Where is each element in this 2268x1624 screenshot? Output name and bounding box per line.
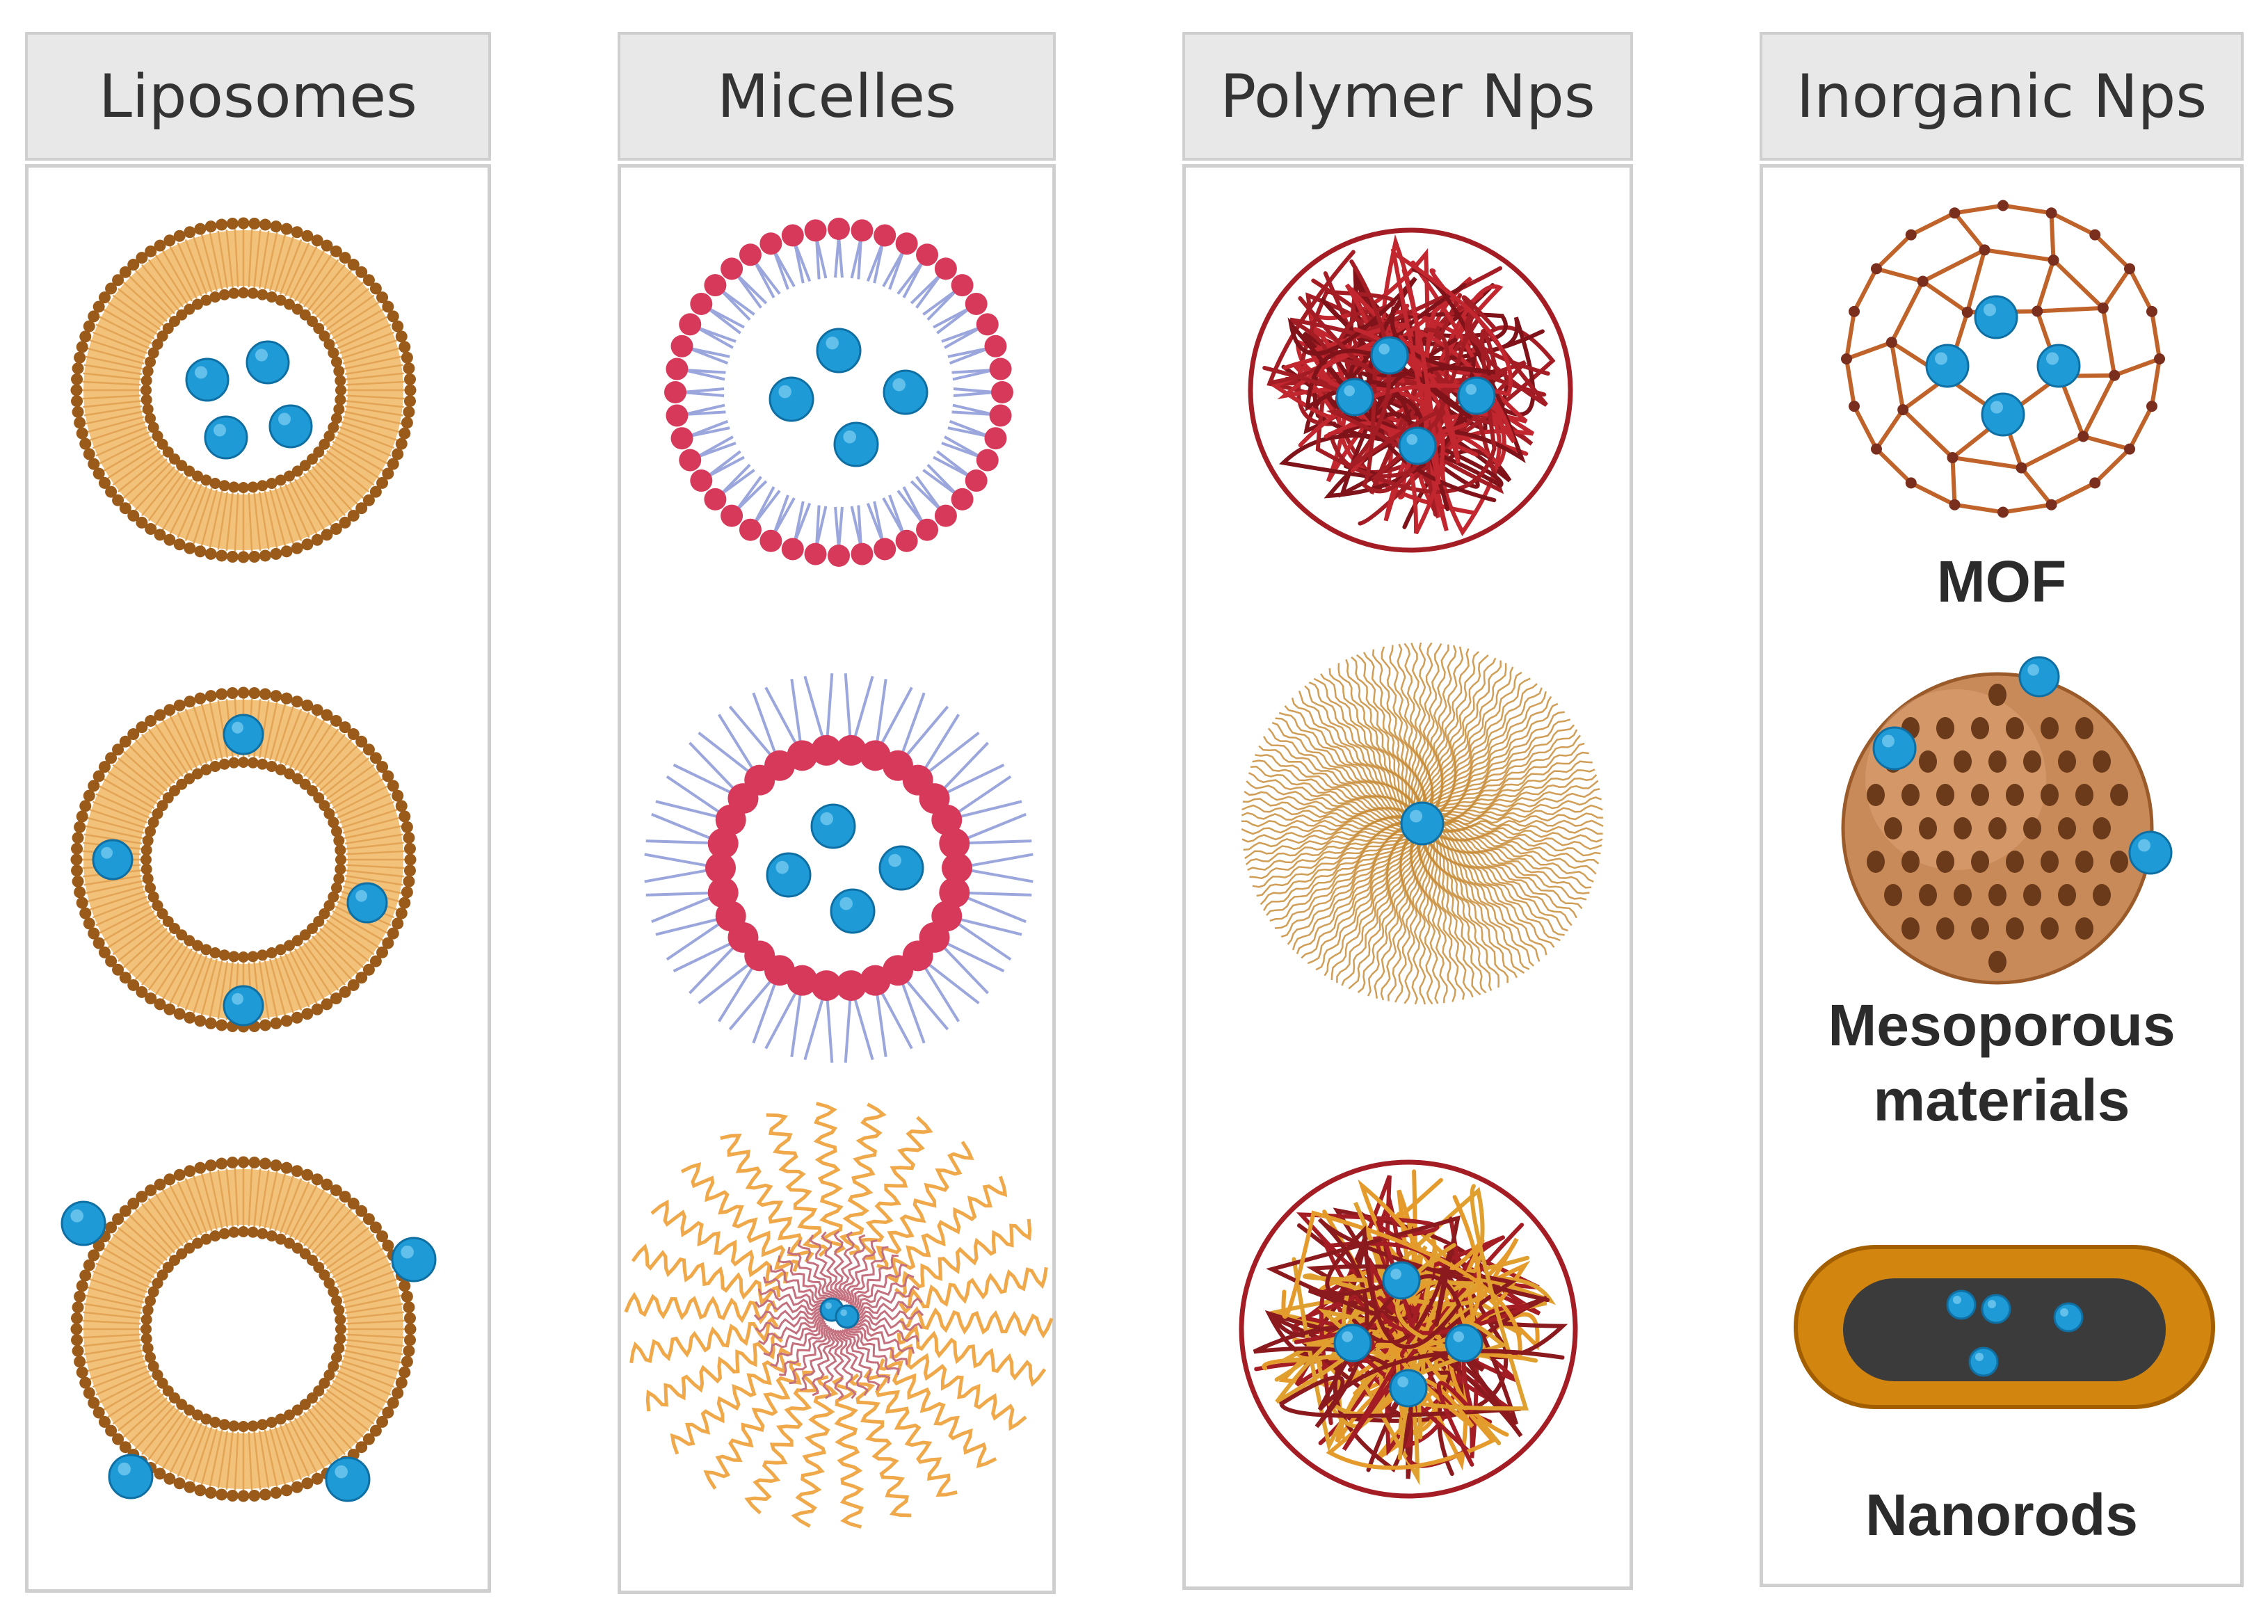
drug-molecule	[61, 1200, 106, 1246]
drug-molecule	[816, 328, 862, 373]
drug-molecule	[1457, 376, 1496, 415]
lipid-tails	[82, 229, 405, 552]
drug-molecule	[1400, 801, 1445, 846]
pores	[1867, 684, 2128, 973]
drug-molecule	[1872, 726, 1917, 771]
drug-molecule	[325, 1456, 371, 1502]
column-header-micelles: Micelles	[618, 32, 1056, 161]
lipid-tails	[82, 1168, 405, 1490]
drug-molecule	[1370, 336, 1409, 375]
drug-molecule	[766, 852, 812, 898]
drug-molecule	[1333, 1324, 1372, 1362]
liposome-illustrations	[61, 217, 437, 1502]
drug-molecule	[2018, 656, 2060, 698]
label-mesoporous-line2: materials	[1873, 1068, 2130, 1133]
polymer-illustrations	[1239, 227, 1604, 1499]
micelle-illustrations	[624, 218, 1054, 1529]
drug-molecule	[835, 1304, 860, 1329]
hydrophobic-core	[753, 1230, 924, 1401]
liposome-drug-surface-attached	[61, 1156, 437, 1502]
label-mesoporous-line1: Mesoporous	[1828, 992, 2175, 1058]
column-title: Polymer Nps	[1220, 61, 1595, 131]
inorganic-illustrations	[1794, 200, 2215, 1409]
column-header-polymer-nps: Polymer Nps	[1182, 32, 1633, 161]
drug-molecule	[223, 714, 264, 755]
lipid-heads	[70, 217, 417, 563]
micelle-with-outward-tails	[644, 673, 1034, 1063]
drug-molecule	[1974, 295, 2018, 339]
drug-molecule	[1389, 1369, 1428, 1408]
drug-molecule	[2036, 344, 2081, 388]
drug-molecule	[2053, 1302, 2084, 1333]
polymer-outline	[1248, 227, 1573, 553]
drug-molecule	[108, 1454, 154, 1500]
drug-molecule	[1382, 1261, 1421, 1300]
drug-molecule	[185, 357, 230, 402]
drug-molecule	[1981, 392, 2025, 437]
drug-molecule	[246, 340, 290, 385]
drug-molecule	[1398, 426, 1437, 465]
polymeric-micelle	[624, 1102, 1054, 1529]
drug-molecule	[223, 985, 264, 1027]
mof-cage	[1841, 200, 2165, 518]
drug-molecule	[830, 888, 876, 934]
polymer-chains	[1262, 234, 1556, 536]
drug-molecule	[1925, 344, 1970, 388]
polymer-outline	[1239, 1159, 1578, 1499]
liposome-drug-encapsulated	[70, 217, 417, 563]
drug-molecule	[1946, 1289, 1977, 1320]
column-title: Inorganic Nps	[1796, 61, 2207, 131]
lipid-heads	[70, 686, 417, 1033]
drug-molecule	[1968, 1346, 1999, 1377]
liposome-drug-in-bilayer	[70, 686, 417, 1033]
nanorod	[1794, 1245, 2215, 1409]
drug-molecule	[883, 369, 928, 415]
drug-molecule	[204, 415, 248, 460]
drug-molecule	[878, 845, 924, 891]
dendrimer-branches	[1241, 642, 1604, 1005]
dendrimer-nanoparticle	[1241, 642, 1604, 1005]
column-header-inorganic-nps: Inorganic Nps	[1760, 32, 2244, 161]
mesoporous-sphere	[1841, 656, 2173, 985]
micelle-tails	[644, 673, 1034, 1063]
drug-molecule	[1445, 1324, 1483, 1362]
lipid-tails	[82, 698, 405, 1021]
polymer-chains	[1253, 1169, 1568, 1486]
polymer-nanoparticle-mixed-tangle	[1239, 1159, 1578, 1499]
mof-frame	[1844, 203, 2162, 515]
reverse-micelle	[664, 218, 1013, 567]
drug-molecule	[2128, 830, 2173, 875]
label-nanorods: Nanorods	[1865, 1482, 2139, 1547]
hydrophilic-chains	[624, 1102, 1054, 1529]
polymer-nanoparticle-tangle	[1248, 227, 1573, 553]
drug-molecule	[810, 803, 856, 849]
drug-molecule	[391, 1237, 437, 1283]
nanorod-core	[1843, 1278, 2166, 1381]
drug-molecule	[1335, 378, 1374, 417]
micelle-heads	[664, 218, 1013, 567]
column-header-liposomes: Liposomes	[25, 32, 491, 161]
column-title: Liposomes	[99, 61, 417, 131]
mof-nodes	[1841, 200, 2165, 518]
drug-molecule	[268, 404, 313, 449]
micelle-heads	[705, 734, 972, 1002]
column-title: Micelles	[717, 61, 956, 131]
label-mof: MOF	[1936, 549, 2067, 614]
drug-molecule	[92, 839, 134, 881]
drug-molecule	[769, 376, 814, 422]
micelle-tails	[682, 235, 996, 549]
drug-molecule	[346, 882, 388, 924]
column-panel	[618, 164, 1056, 1594]
drug-molecule	[833, 421, 879, 467]
drug-molecule	[1981, 1294, 2011, 1324]
